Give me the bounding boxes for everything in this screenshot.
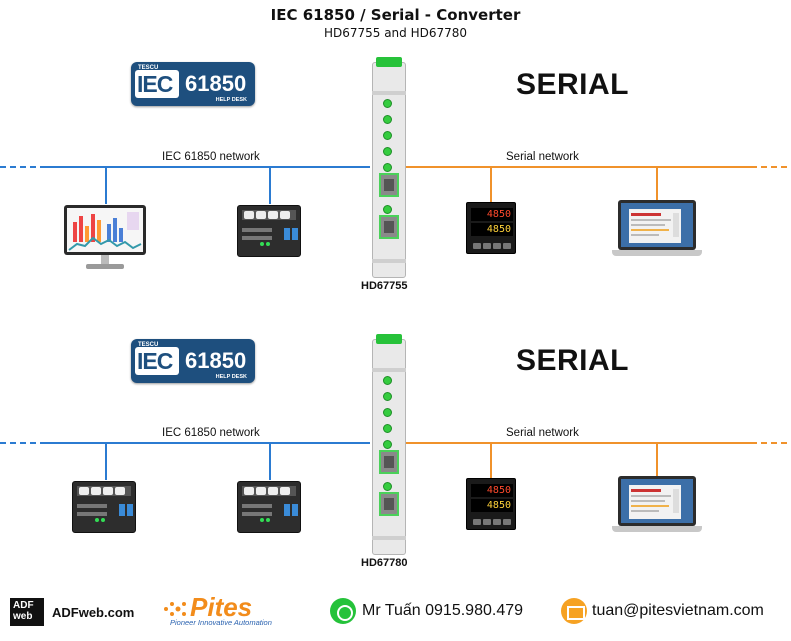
logo-number-text: 61850	[185, 348, 247, 373]
status-led-icon	[383, 392, 392, 401]
logo-iec-box	[135, 347, 179, 375]
converter-rail	[372, 368, 406, 372]
converter-device	[372, 57, 406, 278]
iec-network-line	[40, 442, 370, 444]
status-led-icon	[383, 163, 392, 172]
iec-network-dashed-line	[0, 166, 40, 168]
scada-monitor-icon	[64, 205, 146, 273]
footer: ADF web ADFweb.com Pites Pioneer Innovat…	[0, 592, 791, 632]
status-led-icon	[383, 408, 392, 417]
serial-heading: SERIAL	[516, 344, 630, 377]
laptop-icon	[612, 476, 702, 534]
device-model-label: HD67755	[361, 280, 408, 292]
logo-iec-text: IEC	[137, 348, 173, 374]
serial-network-dashed-line	[751, 442, 791, 444]
pites-brand-name: Pites	[190, 592, 253, 622]
ethernet-port-icon	[379, 215, 399, 239]
hmi-panel-icon	[237, 481, 301, 533]
pites-tagline: Pioneer Innovative Automation	[170, 618, 272, 627]
logo-tescu-text: TESCU	[138, 342, 159, 348]
temperature-controller-icon: 4850 4850	[466, 478, 516, 530]
status-led-icon	[383, 440, 392, 449]
status-led-icon	[383, 482, 392, 491]
iec-61850-logo: TESCU IEC 61850 HELP DESK	[131, 62, 255, 106]
converter-top-connector	[376, 334, 402, 344]
logo-iec-box	[135, 70, 179, 98]
iec-61850-logo: TESCU IEC 61850 HELP DESK	[131, 339, 255, 383]
serial-network-line	[405, 166, 751, 168]
drop-line-panel	[269, 166, 271, 204]
drop-line-controller	[490, 442, 492, 478]
controller-display-top: 4850	[471, 208, 513, 221]
iec-network-dashed-line	[0, 442, 40, 444]
laptop-icon	[612, 200, 702, 258]
serial-heading: SERIAL	[516, 68, 630, 101]
drop-line-monitor	[105, 166, 107, 204]
device-model-label: HD67780	[361, 557, 408, 569]
hmi-panel-icon	[237, 205, 301, 257]
adfweb-link[interactable]: ADFweb.com	[52, 605, 135, 620]
adfweb-logo: ADF web	[10, 598, 44, 626]
serial-network-line	[405, 442, 751, 444]
status-led-icon	[383, 376, 392, 385]
ethernet-port-icon	[379, 450, 399, 474]
ethernet-port-icon	[379, 173, 399, 197]
temperature-controller-icon: 4850 4850	[466, 202, 516, 254]
drop-line-panel	[105, 442, 107, 480]
serial-network-dashed-line	[751, 166, 791, 168]
converter-rail	[372, 259, 406, 263]
status-led-icon	[383, 147, 392, 156]
status-led-icon	[383, 205, 392, 214]
logo-number-text: 61850	[185, 71, 247, 96]
drop-line-laptop	[656, 442, 658, 476]
section-hd67755: TESCU IEC 61850 HELP DESK SERIAL IEC 618…	[0, 50, 791, 340]
logo-iec-text: IEC	[137, 71, 173, 97]
status-led-icon	[383, 131, 392, 140]
diagram-title: IEC 61850 / Serial - Converter	[270, 6, 521, 24]
controller-display-top: 4850	[471, 484, 513, 497]
iec-network-label: IEC 61850 network	[162, 151, 260, 163]
controller-display-bottom: 4850	[471, 499, 513, 512]
contact-email[interactable]: tuan@pitesvietnam.com	[592, 602, 764, 619]
converter-device	[372, 334, 406, 555]
drop-line-controller	[490, 166, 492, 202]
mail-icon[interactable]	[561, 598, 587, 624]
drop-line-panel	[269, 442, 271, 480]
status-led-icon	[383, 99, 392, 108]
iec-network-line	[40, 166, 370, 168]
diagram-subtitle: HD67755 and HD67780	[323, 26, 468, 40]
logo-tescu-text: TESCU	[138, 65, 159, 71]
logo-help-desk-text: HELP DESK	[215, 97, 247, 103]
whatsapp-icon[interactable]	[330, 598, 356, 624]
serial-network-label: Serial network	[506, 151, 579, 163]
logo-help-desk-text: HELP DESK	[215, 374, 247, 380]
status-led-icon	[383, 115, 392, 124]
converter-rail	[372, 91, 406, 95]
section-hd67780: TESCU IEC 61850 HELP DESK SERIAL IEC 618…	[0, 330, 791, 620]
ethernet-port-icon	[379, 492, 399, 516]
controller-display-bottom: 4850	[471, 223, 513, 236]
serial-network-label: Serial network	[506, 427, 579, 439]
iec-network-label: IEC 61850 network	[162, 427, 260, 439]
hmi-panel-icon	[72, 481, 136, 533]
contact-phone[interactable]: Mr Tuấn 0915.980.479	[362, 602, 524, 619]
converter-top-connector	[376, 57, 402, 67]
pites-logo-icon	[164, 602, 186, 616]
converter-rail	[372, 536, 406, 540]
status-led-icon	[383, 424, 392, 433]
drop-line-laptop	[656, 166, 658, 200]
